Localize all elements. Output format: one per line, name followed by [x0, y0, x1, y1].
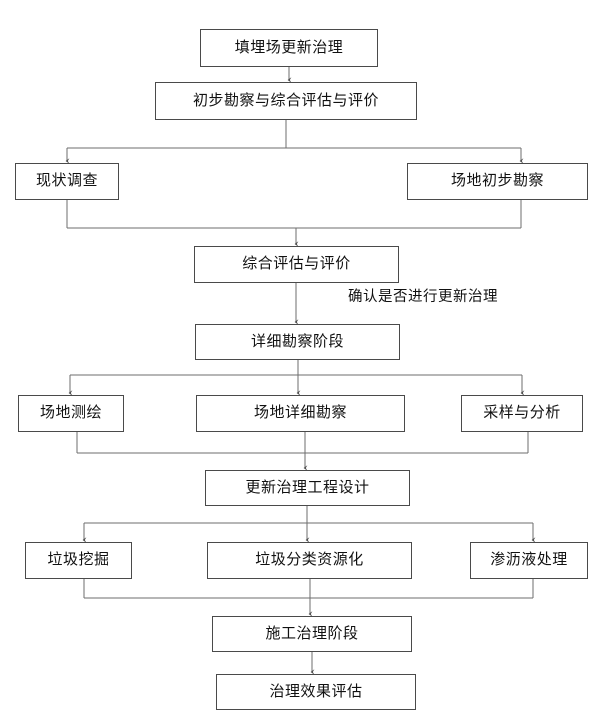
node-detailed-survey-phase[interactable]: 详细勘察阶段	[195, 324, 400, 360]
node-remediation-engineering-design[interactable]: 更新治理工程设计	[205, 470, 410, 506]
node-landfill-renewal-remediation[interactable]: 填埋场更新治理	[200, 29, 378, 67]
node-site-preliminary-survey[interactable]: 场地初步勘察	[407, 163, 588, 200]
annotation-confirm-remediation: 确认是否进行更新治理	[348, 289, 498, 305]
node-current-status-investigation[interactable]: 现状调查	[15, 163, 119, 200]
node-sampling-and-analysis[interactable]: 采样与分析	[461, 395, 583, 432]
node-site-detailed-survey[interactable]: 场地详细勘察	[196, 395, 405, 432]
node-construction-remediation-phase[interactable]: 施工治理阶段	[212, 616, 412, 652]
node-waste-excavation[interactable]: 垃圾挖掘	[25, 542, 132, 579]
node-preliminary-survey-assessment[interactable]: 初步勘察与综合评估与评价	[155, 82, 417, 120]
node-leachate-treatment[interactable]: 渗沥液处理	[470, 542, 588, 579]
node-comprehensive-assessment[interactable]: 综合评估与评价	[194, 246, 399, 283]
node-site-mapping[interactable]: 场地测绘	[18, 395, 124, 432]
node-remediation-effect-evaluation[interactable]: 治理效果评估	[216, 674, 416, 710]
node-waste-sorting-recycling[interactable]: 垃圾分类资源化	[207, 542, 412, 579]
